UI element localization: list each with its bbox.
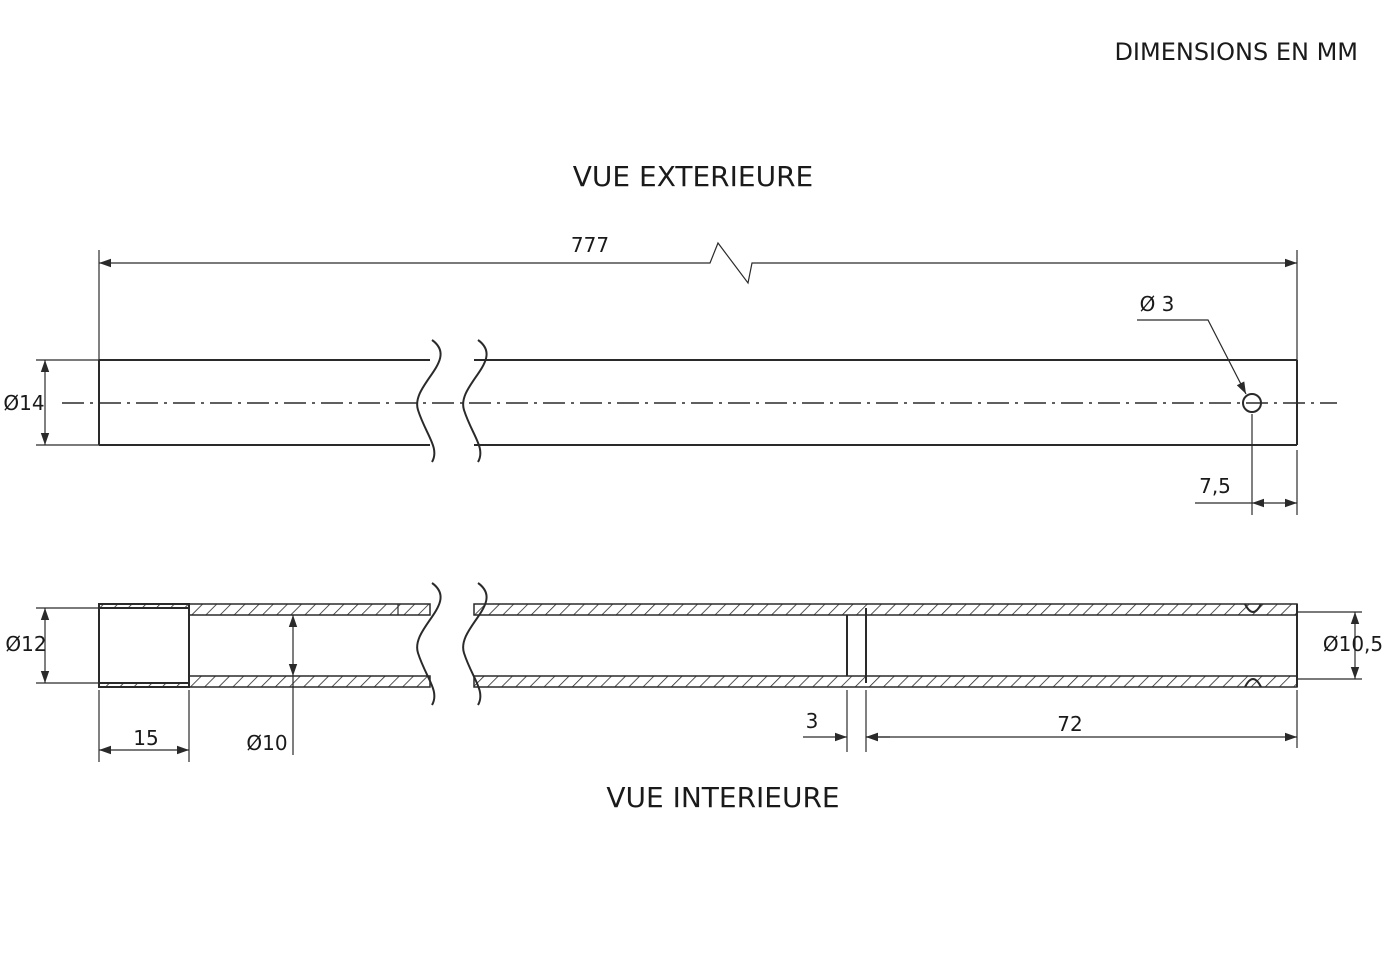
outer-diameter-label: Ø14 <box>3 391 44 415</box>
socket-diameter-label: Ø12 <box>5 632 46 656</box>
end-length-dimension: 72 <box>866 690 1298 748</box>
interior-view-title: VUE INTERIEURE <box>606 781 839 814</box>
exterior-view-title: VUE EXTERIEURE <box>573 160 813 193</box>
step-width-dimension: 3 <box>803 690 890 752</box>
overall-length-dimension: 777 <box>98 233 1298 360</box>
exterior-view: VUE EXTERIEURE 777 Ø 3 <box>3 160 1337 515</box>
bore-diameter-dimension: Ø10 <box>246 604 399 755</box>
end-bore-diameter-dimension: Ø10,5 <box>1297 611 1383 680</box>
units-note: DIMENSIONS EN MM <box>1114 38 1358 66</box>
end-length-label: 72 <box>1057 712 1082 736</box>
step-width-label: 3 <box>806 709 819 733</box>
overall-length-label: 777 <box>571 233 609 257</box>
interior-view: Ø12 15 Ø10 3 72 <box>5 582 1383 814</box>
exterior-break-lines <box>416 339 488 463</box>
hole-diameter-callout: Ø 3 <box>1137 292 1247 395</box>
socket-depth-label: 15 <box>133 726 158 750</box>
end-bore-diameter-label: Ø10,5 <box>1323 632 1383 656</box>
socket-diameter-dimension: Ø12 <box>5 607 99 684</box>
socket-end <box>98 603 190 688</box>
hole-offset-dimension: 7,5 <box>1195 414 1298 515</box>
internal-step <box>846 608 867 683</box>
outer-diameter-dimension: Ø14 <box>3 359 99 446</box>
bore-diameter-label: Ø10 <box>246 731 287 755</box>
section-hole <box>1244 603 1262 688</box>
exterior-tube-body <box>98 359 1298 446</box>
socket-depth-dimension: 15 <box>98 690 190 762</box>
hole-diameter-label: Ø 3 <box>1140 292 1175 316</box>
hole-offset-label: 7,5 <box>1199 474 1231 498</box>
hole-circle <box>1242 393 1262 413</box>
tube-wall-sections <box>98 603 1298 688</box>
interior-break-lines <box>416 582 488 706</box>
